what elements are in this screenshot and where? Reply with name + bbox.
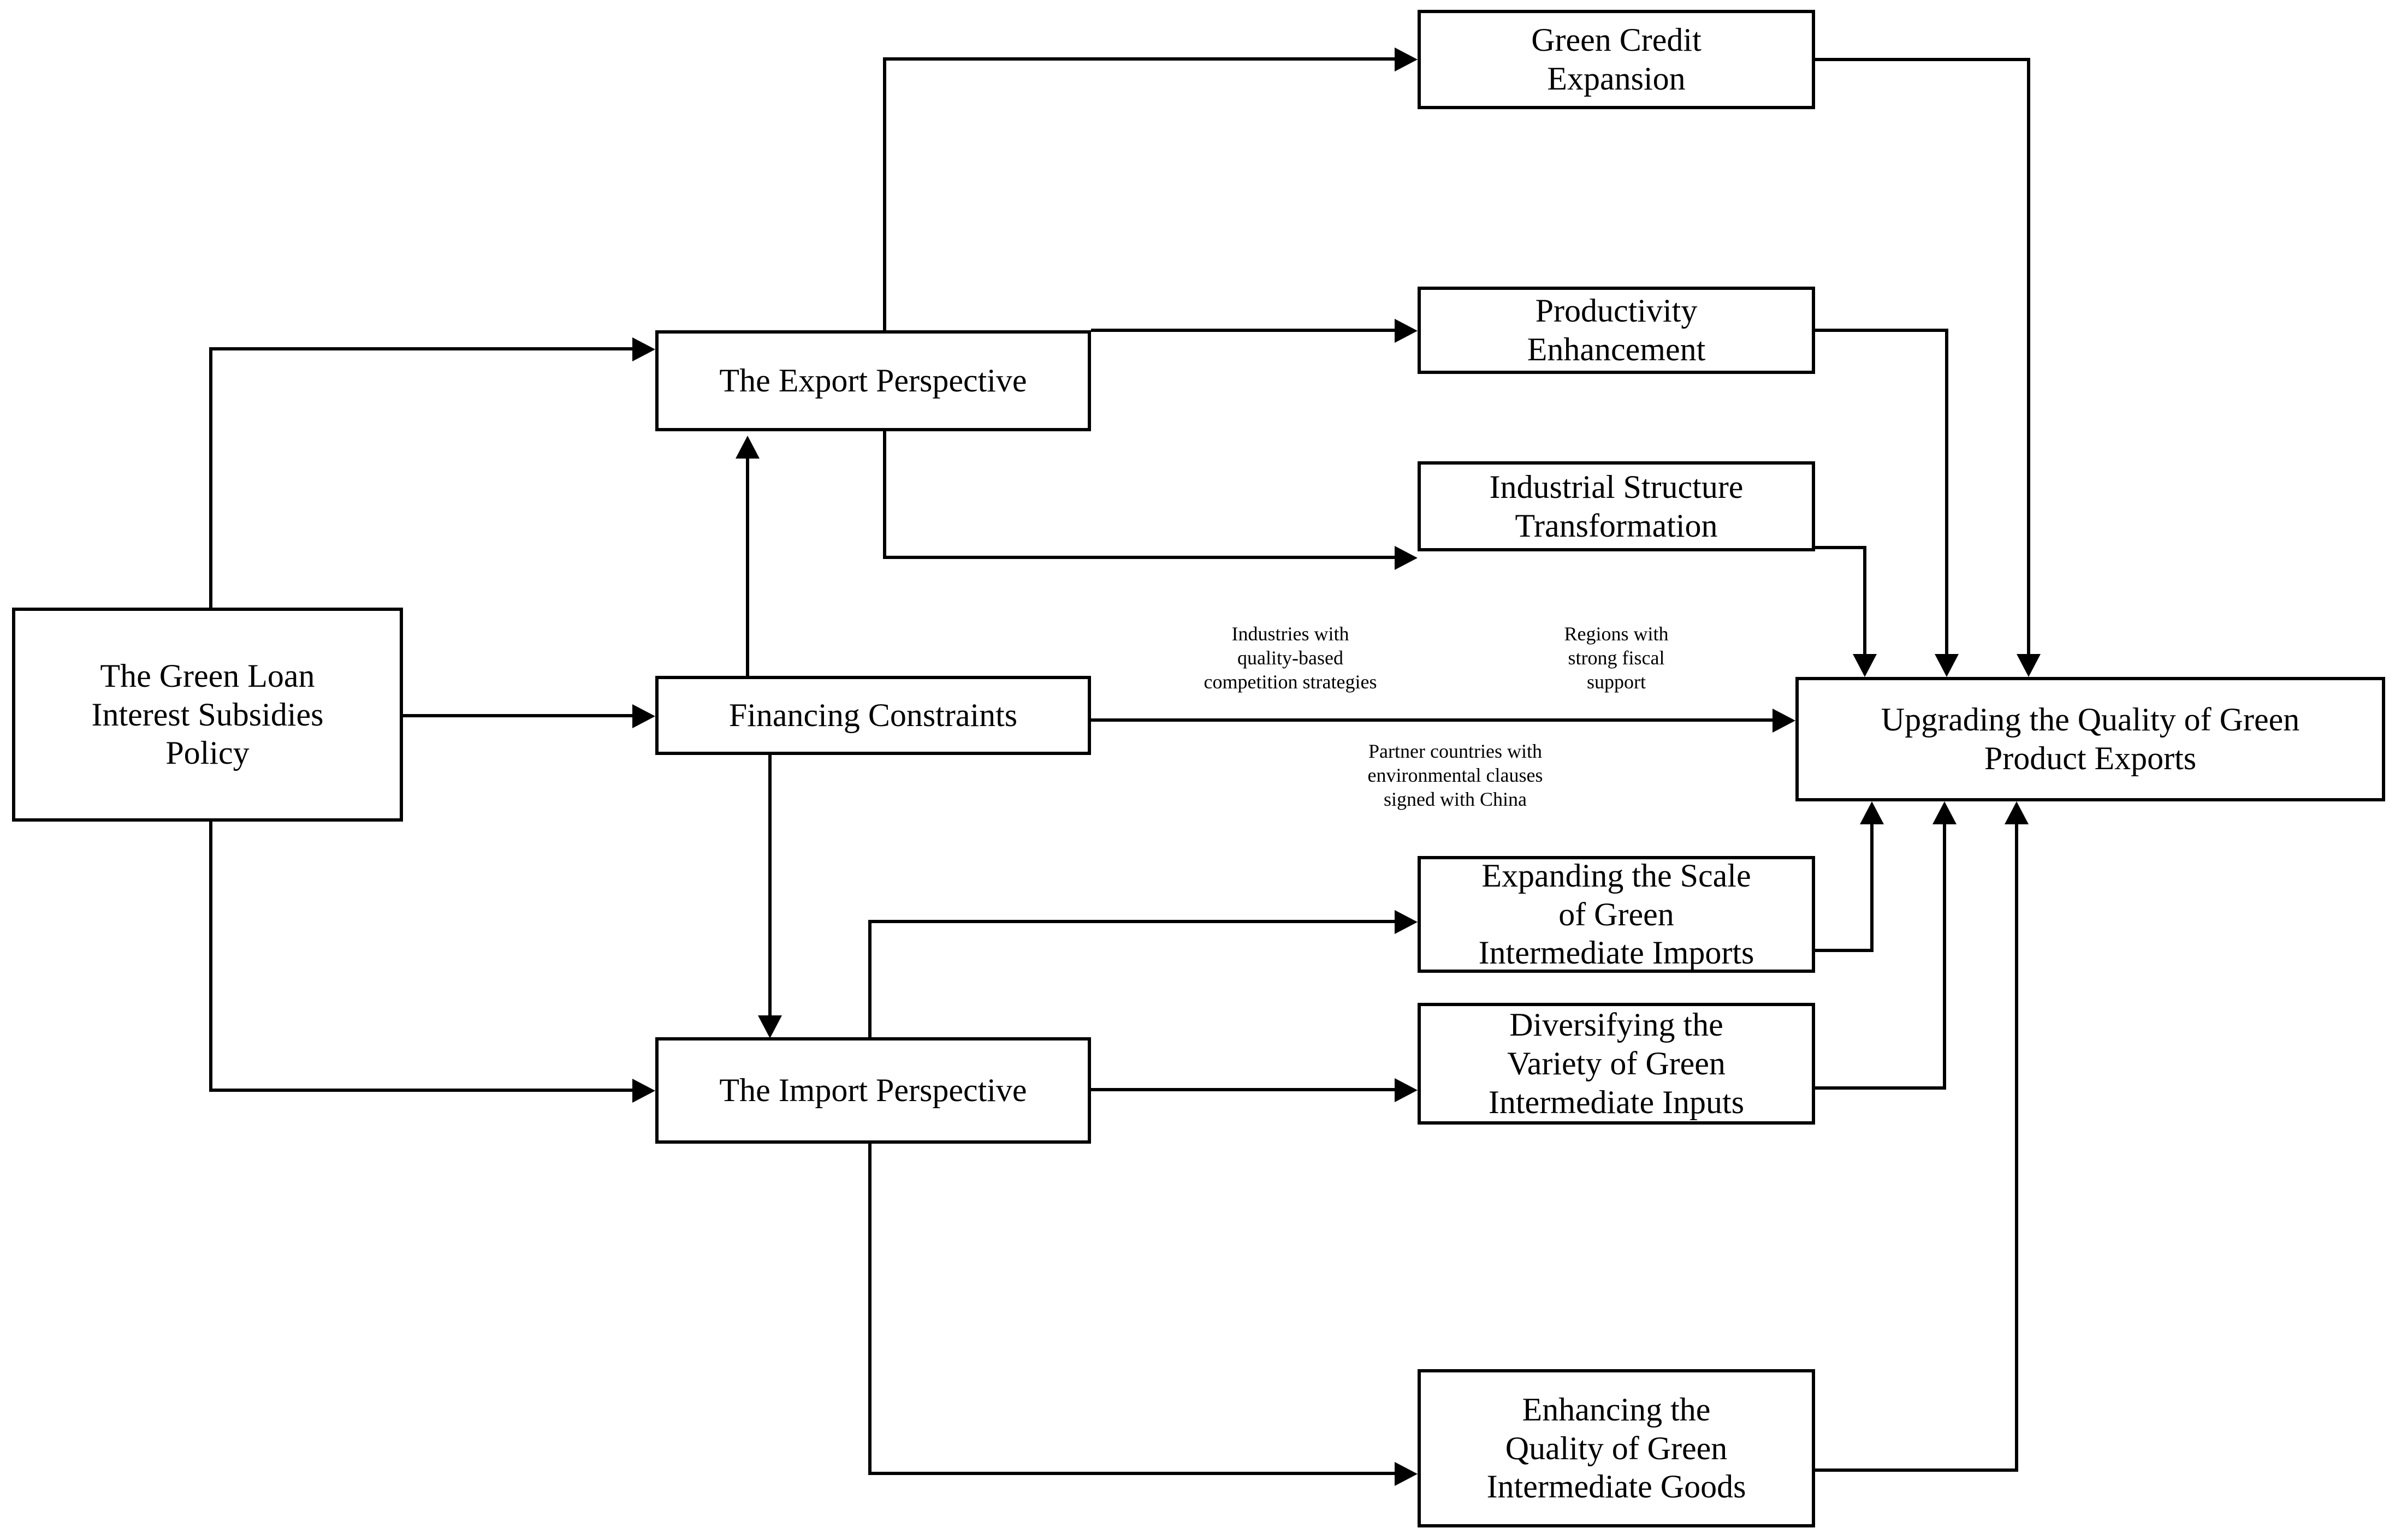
node-enhancing-quality-line-0: Enhancing the [1522, 1391, 1711, 1428]
node-policy-line-2: Policy [165, 735, 250, 771]
node-green-credit-line-1: Expansion [1547, 61, 1686, 97]
connector-expanding-to-outcome-v [1870, 824, 1874, 952]
arrowhead-expanding-to-outcome [1860, 801, 1884, 824]
node-enhancing-quality-line-2: Intermediate Goods [1486, 1468, 1746, 1505]
connector-diversifying-to-outcome-h [1815, 1086, 1946, 1090]
connector-export-to-green-credit [883, 57, 1397, 61]
node-productivity-line-1: Enhancement [1527, 331, 1706, 367]
node-outcome-line-1: Product Exports [1984, 740, 2197, 776]
annotation-industries: Industries with quality-based competitio… [1162, 622, 1419, 694]
connector-export-to-productivity [1091, 329, 1397, 332]
connector-industrial-to-outcome-h [1815, 546, 1866, 549]
arrowhead-import-to-enhancing [1395, 1462, 1418, 1486]
arrowhead-policy-to-export [632, 337, 655, 361]
node-expanding-scale-line-1: of Green [1558, 896, 1674, 932]
connector-export-trunk-up [883, 57, 886, 332]
connector-import-trunk-up [868, 920, 872, 1039]
arrowhead-financing-to-export [736, 436, 760, 459]
node-diversifying-variety-line-1: Variety of Green [1507, 1045, 1726, 1082]
node-industrial-structure-line-0: Industrial Structure [1489, 468, 1744, 505]
connector-industrial-to-outcome-v [1863, 546, 1866, 658]
node-export-perspective-label: The Export Perspective [719, 362, 1027, 399]
node-policy-line-1: Interest Subsidies [91, 696, 324, 733]
annotation-partners-line-0: Partner countries with [1368, 740, 1542, 762]
arrowhead-export-to-green-credit [1395, 47, 1418, 72]
connector-enhancing-to-outcome-h [1815, 1468, 2018, 1472]
connector-financing-to-export [746, 459, 749, 677]
arrowhead-policy-to-import [632, 1079, 655, 1103]
arrowhead-enhancing-to-outcome [2005, 801, 2029, 824]
arrowhead-financing-to-outcome [1772, 709, 1795, 733]
connector-import-trunk-down [868, 1141, 872, 1475]
arrowhead-financing-to-import [758, 1015, 782, 1038]
arrowhead-import-to-expanding [1395, 910, 1418, 934]
arrowhead-import-to-diversifying [1395, 1078, 1418, 1102]
connector-policy-to-import [209, 1089, 635, 1092]
node-green-credit-line-0: Green Credit [1531, 22, 1702, 58]
connector-productivity-to-outcome-h [1815, 329, 1948, 332]
connector-export-trunk-down [883, 429, 886, 559]
annotation-regions: Regions with strong fiscal support [1507, 622, 1726, 694]
node-expanding-scale-line-2: Intermediate Imports [1478, 935, 1754, 971]
arrowhead-export-to-industrial [1395, 546, 1418, 570]
connector-export-to-industrial [883, 556, 1397, 559]
node-diversifying-variety-line-0: Diversifying the [1509, 1007, 1723, 1043]
node-import-perspective[interactable]: The Import Perspective [655, 1037, 1091, 1144]
connector-expanding-to-outcome-h [1815, 949, 1874, 952]
node-diversifying-variety-line-2: Intermediate Inputs [1488, 1084, 1745, 1120]
connector-financing-to-outcome [1091, 718, 1775, 722]
arrowhead-green-credit-to-outcome [2017, 654, 2041, 677]
arrowhead-industrial-to-outcome [1853, 654, 1877, 677]
arrowhead-productivity-to-outcome [1935, 654, 1959, 677]
connector-green-credit-to-outcome-v [2027, 58, 2030, 658]
node-import-perspective-label: The Import Perspective [719, 1072, 1027, 1109]
connector-import-to-diversifying [1091, 1088, 1397, 1091]
connector-productivity-to-outcome-v [1945, 329, 1948, 658]
connector-green-credit-to-outcome-h [1815, 58, 2030, 61]
node-industrial-structure-line-1: Transformation [1515, 507, 1718, 544]
annotation-industries-line-1: quality-based [1237, 646, 1343, 669]
connector-import-to-expanding [868, 920, 1397, 923]
connector-diversifying-to-outcome-v [1943, 824, 1946, 1090]
node-expanding-scale-line-0: Expanding the Scale [1481, 857, 1751, 894]
annotation-industries-line-0: Industries with [1231, 623, 1349, 645]
annotation-regions-line-0: Regions with [1564, 623, 1669, 645]
node-outcome-line-0: Upgrading the Quality of Green [1881, 701, 2300, 738]
node-productivity-line-0: Productivity [1535, 293, 1698, 329]
annotation-partners-line-2: signed with China [1384, 788, 1527, 810]
node-enhancing-quality-line-1: Quality of Green [1505, 1430, 1728, 1466]
connector-policy-to-financing [403, 714, 635, 717]
connector-import-to-enhancing [868, 1472, 1397, 1475]
node-financing-constraints[interactable]: Financing Constraints [655, 676, 1091, 755]
annotation-regions-line-1: strong fiscal [1568, 646, 1665, 669]
node-export-perspective[interactable]: The Export Perspective [655, 330, 1091, 431]
connector-financing-to-import [768, 755, 772, 1018]
annotation-industries-line-2: competition strategies [1204, 670, 1377, 693]
node-policy-line-0: The Green Loan [100, 657, 315, 694]
annotation-regions-line-2: support [1587, 670, 1646, 693]
connector-enhancing-to-outcome-v [2015, 824, 2018, 1472]
arrowhead-diversifying-to-outcome [1932, 801, 1957, 824]
arrowhead-export-to-productivity [1395, 319, 1418, 343]
annotation-partners: Partner countries with environmental cla… [1321, 740, 1589, 812]
connector-policy-to-export [209, 347, 635, 350]
node-financing-constraints-label: Financing Constraints [728, 697, 1018, 734]
annotation-partners-line-1: environmental clauses [1367, 764, 1543, 786]
arrowhead-policy-to-financing [632, 704, 655, 728]
